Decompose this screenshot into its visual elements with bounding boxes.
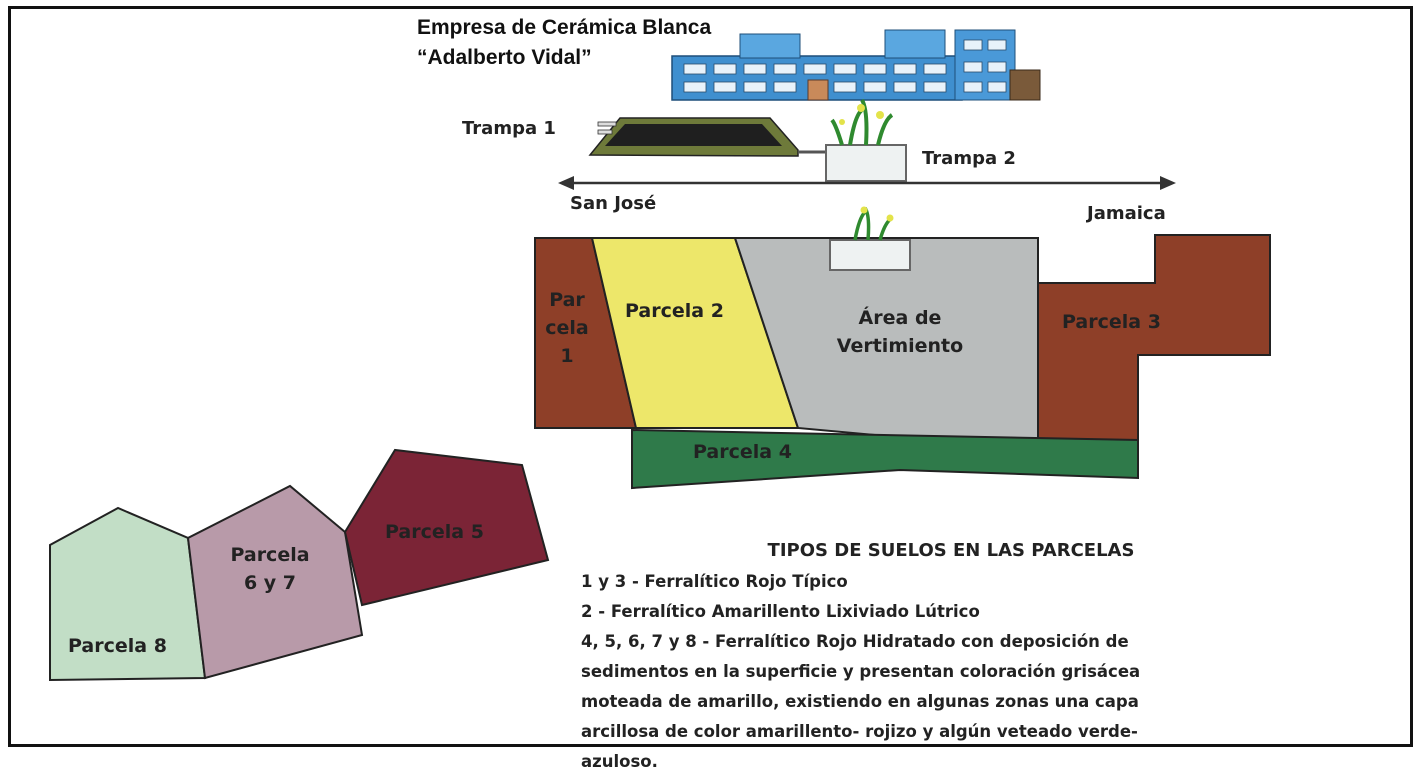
company-name-line2: “Adalberto Vidal” — [417, 46, 592, 69]
parcel-6-7-label: Parcela 6 y 7 — [215, 541, 325, 597]
soil-types-legend: TIPOS DE SUELOS EN LAS PARCELAS 1 y 3 - … — [581, 540, 1381, 777]
vertimiento-area-label: Área de Vertimiento — [820, 304, 980, 360]
legend-line: azuloso. — [581, 752, 658, 771]
legend-title: TIPOS DE SUELOS EN LAS PARCELAS — [767, 540, 1135, 561]
parcel-6-7-label-line1: Parcela — [230, 544, 310, 566]
vertimiento-label-line1: Área de — [858, 307, 942, 329]
legend-line: 4, 5, 6, 7 y 8 - Ferralítico Rojo Hidrat… — [581, 632, 1129, 651]
parcel-4-shape — [631, 428, 1139, 490]
trap-1-label: Trampa 1 — [462, 118, 556, 139]
parcel-6-7-shape — [186, 484, 364, 680]
legend-line: arcillosa de color amarillento- rojizo y… — [581, 722, 1138, 741]
parcel-1-label-line2: cela — [545, 317, 589, 339]
parcel-5-label: Parcela 5 — [385, 521, 484, 543]
parcel-1-label-line3: 1 — [560, 345, 574, 367]
parcel-3-shape — [1037, 234, 1271, 441]
parcel-8-label: Parcela 8 — [68, 635, 167, 657]
parcel-6-7-label-line2: 6 y 7 — [243, 572, 297, 594]
parcel-5-shape — [343, 448, 550, 607]
trap-2-planter-icon — [825, 98, 907, 182]
parcel-4-label: Parcela 4 — [693, 441, 792, 463]
trap-1-pond-icon — [588, 117, 826, 157]
road-left-label: San José — [570, 193, 657, 214]
trap-2-label: Trampa 2 — [922, 148, 1016, 169]
vertimiento-planter-icon — [829, 206, 911, 271]
legend-line: 1 y 3 - Ferralítico Rojo Típico — [581, 572, 848, 591]
legend-line: moteada de amarillo, existiendo en algun… — [581, 692, 1139, 711]
parcel-1-label-line1: Par — [549, 289, 585, 311]
road-arrow — [558, 176, 1176, 190]
factory-building-icon — [671, 29, 1041, 101]
parcel-1-label: Par cela 1 — [544, 286, 590, 370]
site-map-diagram — [49, 29, 1271, 682]
legend-line: sedimentos en la superficie y presentan … — [581, 662, 1141, 681]
vertimiento-label-line2: Vertimiento — [836, 335, 964, 357]
parcel-3-label: Parcela 3 — [1062, 311, 1161, 333]
road-right-label: Jamaica — [1087, 203, 1166, 224]
diagram-frame — [8, 6, 1413, 747]
legend-line: 2 - Ferralítico Amarillento Lixiviado Lú… — [581, 602, 980, 621]
company-name-line1: Empresa de Cerámica Blanca — [417, 16, 712, 39]
parcel-2-label: Parcela 2 — [625, 300, 724, 322]
